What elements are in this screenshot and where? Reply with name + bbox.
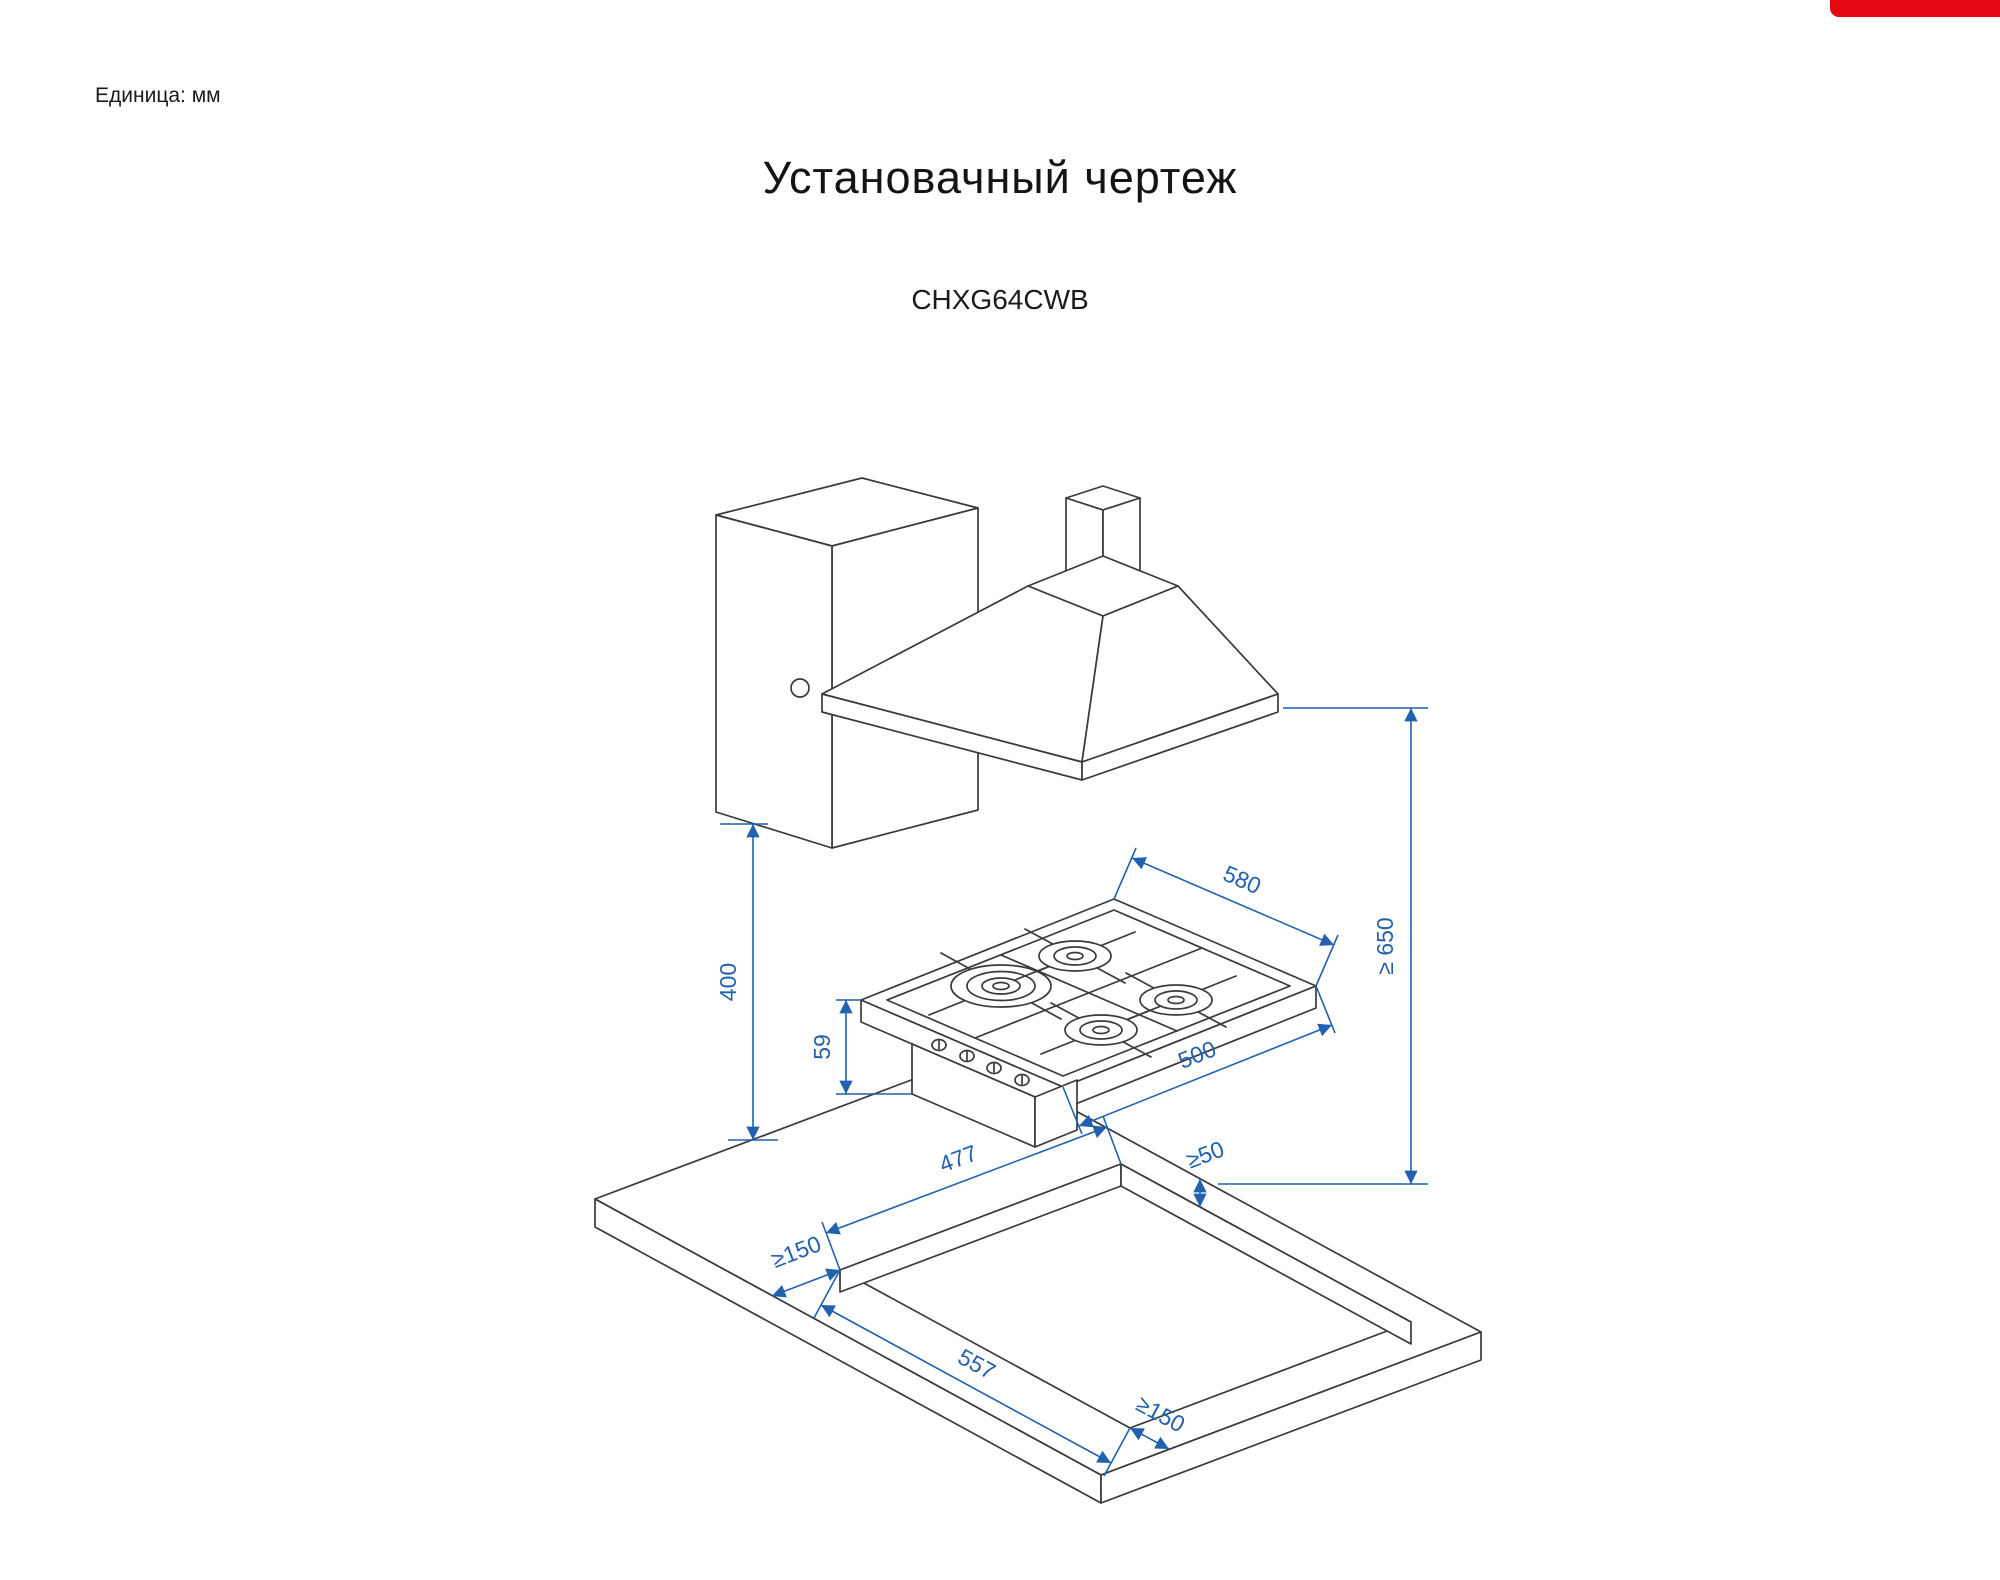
burner-cap — [992, 981, 1010, 991]
dim-label-hob-height: 59 — [809, 1034, 835, 1060]
extension-line — [1113, 847, 1137, 900]
dimension-line — [771, 1268, 841, 1298]
cooker-hood — [821, 485, 1279, 781]
dimension-line — [820, 1304, 1112, 1464]
extension-line — [1315, 985, 1336, 1034]
dimension-line — [1131, 857, 1335, 946]
dim-label-hob-width: 580 — [1219, 860, 1265, 899]
dimension-line — [825, 1125, 1108, 1235]
canopy-skirt-right — [1081, 693, 1279, 781]
cutout-inner-wall-right — [1120, 1163, 1412, 1345]
dim-label-rear-clearance: ≥50 — [1183, 1136, 1228, 1174]
extension-line — [821, 1221, 841, 1271]
extension-line — [1103, 1427, 1131, 1477]
dim-hob-height: 59 — [809, 999, 912, 1095]
hob-inner-rim — [886, 909, 1291, 1077]
dimension-line — [1129, 1427, 1170, 1450]
model-number: CHXG64CWB — [911, 284, 1089, 315]
extension-line — [1102, 1115, 1122, 1165]
burner-cap — [1066, 951, 1084, 961]
cabinet-front-face — [715, 514, 833, 849]
unit-note: Единица: мм — [95, 84, 221, 107]
burner-cap — [1092, 1025, 1110, 1035]
cabinet-knob — [790, 678, 810, 698]
page-title: Установачный чертеж — [762, 152, 1238, 203]
hob-grate-divider-2 — [974, 947, 1203, 1039]
burner-cap — [1167, 995, 1185, 1005]
control-knobs — [931, 1038, 1030, 1087]
dim-hood-clearance: ≥ 650 — [1218, 707, 1428, 1185]
dimension-line — [1078, 1023, 1333, 1128]
countertop-front-right-edge — [1100, 1331, 1482, 1504]
brand-logo-fragment — [1830, 0, 2000, 17]
dim-label-cabinet-clearance: 400 — [715, 963, 741, 1001]
extension-line — [1315, 934, 1339, 987]
burner-back-left — [1014, 928, 1136, 984]
dim-cabinet-clearance: 400 — [715, 823, 778, 1141]
hood-canopy — [821, 555, 1279, 781]
dim-label-hood-clearance: ≥ 650 — [1372, 917, 1398, 974]
